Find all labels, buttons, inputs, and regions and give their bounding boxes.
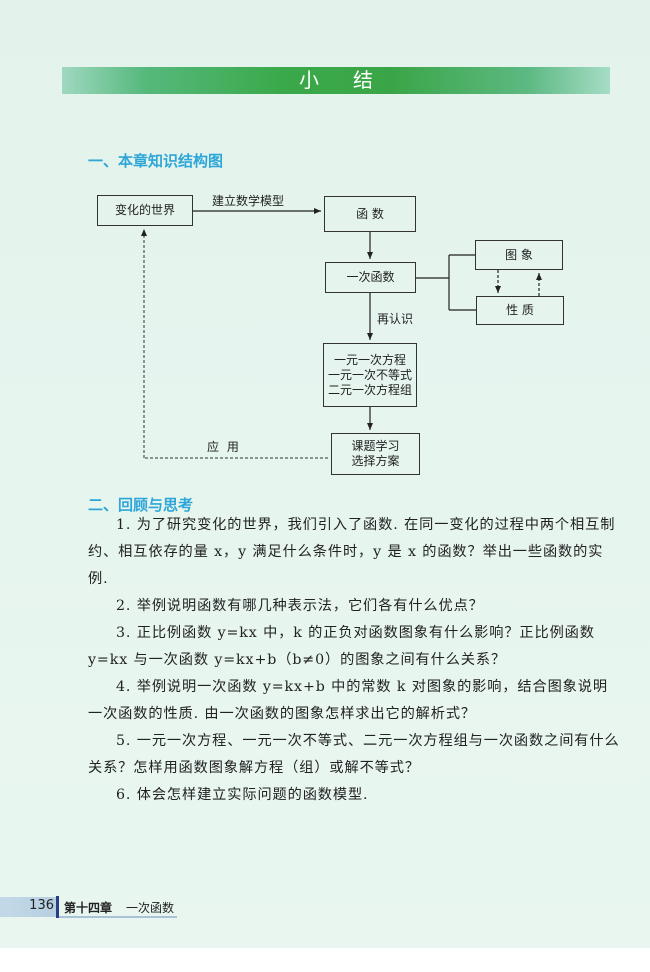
chapter-label: 第十四章 bbox=[64, 901, 113, 915]
node-linear-function: 一次函数 bbox=[325, 262, 416, 293]
node-function: 函 数 bbox=[324, 196, 416, 232]
summary-banner: 小结 bbox=[62, 67, 610, 94]
node-equations-line-2: 一元一次不等式 bbox=[327, 367, 412, 382]
node-equations: 一元一次方程 一元一次不等式 二元一次方程组 bbox=[323, 343, 417, 407]
review-item-5: 5. 一元一次方程、一元一次不等式、二元一次方程组与一次函数之间有什么关系？怎样… bbox=[88, 733, 620, 776]
node-project-line-2: 选择方案 bbox=[351, 454, 400, 468]
review-item-4: 4. 举例说明一次函数 y=kx+b 中的常数 k 对图象的影响，结合图象说明一… bbox=[88, 679, 608, 722]
footer-divider bbox=[56, 896, 59, 918]
node-project-line-1: 课题学习 bbox=[351, 439, 400, 453]
footer-underline bbox=[59, 916, 177, 918]
section-heading-review: 二、回顾与思考 bbox=[88, 496, 194, 514]
footer-band bbox=[0, 897, 56, 917]
edge-label-re-recognize: 再认识 bbox=[377, 312, 414, 326]
page-number: 136 bbox=[29, 898, 54, 913]
review-item-2: 2. 举例说明函数有哪几种表示法，它们各有什么优点？ bbox=[116, 598, 484, 614]
review-item-3: 3. 正比例函数 y=kx 中，k 的正负对函数图象有什么影响？正比例函数 y=… bbox=[88, 625, 595, 668]
edge-label-build-model: 建立数学模型 bbox=[212, 194, 285, 208]
node-equations-line-3: 二元一次方程组 bbox=[327, 382, 412, 397]
section-heading-knowledge-structure: 一、本章知识结构图 bbox=[88, 152, 224, 170]
node-equations-line-1: 一元一次方程 bbox=[333, 352, 406, 367]
textbook-page: 小结 一、本章知识结构图 变化的世界 建立数学模型 函 数 一次函数 图 象 性… bbox=[0, 0, 650, 948]
review-item-6: 6. 体会怎样建立实际问题的函数模型. bbox=[116, 787, 369, 803]
chapter-title: 一次函数 bbox=[126, 901, 175, 915]
edge-label-apply: 应 用 bbox=[207, 440, 241, 454]
node-graph: 图 象 bbox=[475, 240, 563, 270]
node-property: 性 质 bbox=[476, 296, 564, 325]
banner-title: 小结 bbox=[299, 68, 407, 92]
node-changing-world: 变化的世界 bbox=[97, 195, 193, 226]
node-project: 课题学习 选择方案 bbox=[331, 433, 420, 475]
diagram-connectors bbox=[141, 208, 542, 459]
review-item-1: 1. 为了研究变化的世界，我们引入了函数. 在同一变化的过程中两个相互制约、相互… bbox=[88, 517, 616, 587]
